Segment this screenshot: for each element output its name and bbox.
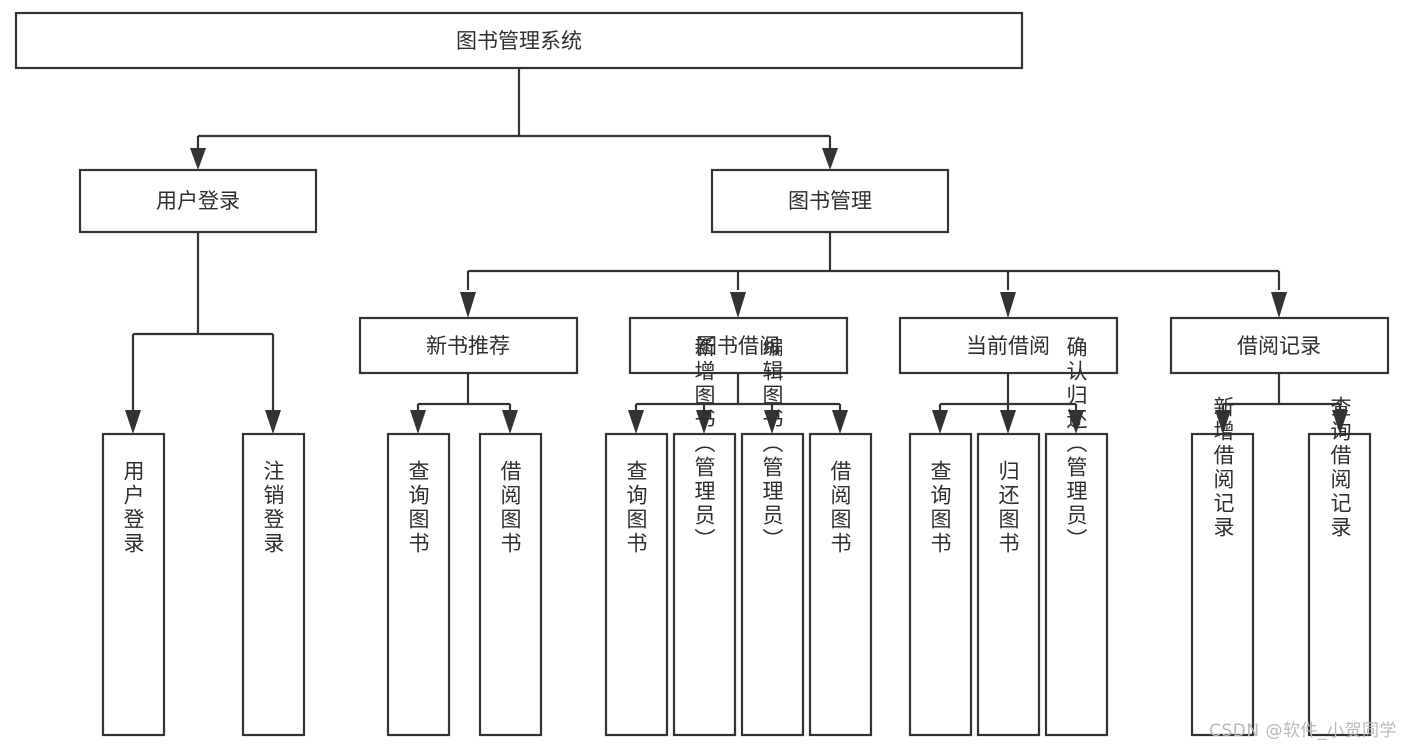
node-borrow-record-label: 借阅记录	[1237, 334, 1321, 358]
node-root-box[interactable]	[14, 11, 1024, 70]
node-leaf-borrow-book-2[interactable]: 借阅图书	[808, 432, 873, 737]
node-leaf-confirm-return-admin-label: 确认归还（管理员）	[1064, 336, 1088, 552]
node-book-borrow-label: 图书借阅	[696, 334, 780, 358]
node-leaf-borrow-book-1[interactable]: 借阅图书	[478, 432, 543, 737]
arrow-head-leaf-query-record	[1332, 410, 1348, 434]
node-leaf-query-book-2[interactable]: 查询图书	[604, 432, 669, 737]
node-leaf-confirm-return-admin[interactable]: 确认归还（管理员）	[1044, 336, 1109, 737]
node-leaf-query-record[interactable]: 查询借阅记录	[1307, 396, 1372, 737]
node-leaf-add-record-box[interactable]	[1190, 432, 1255, 737]
arrow-head-leaf-edit-book-admin	[764, 410, 780, 434]
node-leaf-add-book-admin[interactable]: 新增图书（管理员）	[672, 336, 737, 737]
arrow-head-book-mgmt	[822, 148, 838, 170]
node-leaf-user-login[interactable]: 用户登录	[101, 432, 166, 737]
node-leaf-edit-book-admin-label: 编辑图书（管理员）	[760, 336, 784, 552]
connectors-group	[125, 68, 1348, 434]
node-leaf-borrow-book-1-label: 借阅图书	[498, 460, 522, 556]
node-new-book-rec-label: 新书推荐	[426, 334, 510, 358]
arrow-head-borrow-record	[1271, 292, 1287, 318]
node-leaf-query-book-1-label: 查询图书	[406, 460, 430, 556]
arrow-head-leaf-query-book-3	[932, 410, 948, 434]
node-book-mgmt-box[interactable]	[710, 168, 950, 234]
node-borrow-record-box[interactable]	[1169, 316, 1390, 375]
arrow-head-leaf-confirm-return-admin	[1068, 410, 1084, 434]
arrow-head-leaf-return-book	[1000, 410, 1016, 434]
node-leaf-edit-book-admin[interactable]: 编辑图书（管理员）	[740, 336, 805, 737]
node-current-borrow-label: 当前借阅	[966, 334, 1050, 358]
node-leaf-return-book[interactable]: 归还图书	[976, 432, 1041, 737]
arrow-head-leaf-borrow-book-2	[832, 410, 848, 434]
node-borrow-record[interactable]: 借阅记录	[1169, 316, 1390, 375]
node-leaf-return-book-box[interactable]	[976, 432, 1041, 737]
node-leaf-query-book-2-box[interactable]	[604, 432, 669, 737]
node-leaf-query-record-box[interactable]	[1307, 432, 1372, 737]
node-book-borrow-box[interactable]	[628, 316, 849, 375]
node-user-login-label: 用户登录	[156, 189, 240, 213]
arrow-head-leaf-borrow-book-1	[502, 410, 518, 434]
node-leaf-query-book-3-label: 查询图书	[928, 460, 952, 556]
arrow-head-book-borrow	[730, 292, 746, 318]
arrow-head-current-borrow	[1000, 292, 1016, 318]
node-leaf-add-book-admin-label: 新增图书（管理员）	[692, 336, 716, 552]
node-book-mgmt[interactable]: 图书管理	[710, 168, 950, 234]
node-leaf-borrow-book-1-box[interactable]	[478, 432, 543, 737]
node-leaf-logout-box[interactable]	[241, 432, 306, 737]
node-book-mgmt-label: 图书管理	[788, 189, 872, 213]
node-leaf-user-login-label: 用户登录	[121, 460, 145, 556]
node-leaf-query-book-3[interactable]: 查询图书	[908, 432, 973, 737]
node-leaf-add-book-admin-box[interactable]	[672, 432, 737, 737]
node-leaf-query-book-1-box[interactable]	[386, 432, 451, 737]
node-root[interactable]: 图书管理系统	[14, 11, 1024, 70]
node-current-borrow-box[interactable]	[898, 316, 1119, 375]
node-leaf-query-book-2-label: 查询图书	[624, 460, 648, 556]
node-new-book-rec-box[interactable]	[358, 316, 579, 375]
node-root-label: 图书管理系统	[456, 29, 582, 53]
arrow-head-leaf-query-book-1	[410, 410, 426, 434]
node-new-book-rec[interactable]: 新书推荐	[358, 316, 579, 375]
node-leaf-query-record-label: 查询借阅记录	[1328, 396, 1352, 540]
arrow-head-user-login	[190, 148, 206, 170]
node-book-borrow[interactable]: 图书借阅	[628, 316, 849, 375]
node-leaf-return-book-label: 归还图书	[996, 460, 1020, 556]
arrow-head-new-book-rec	[460, 292, 476, 318]
node-leaf-edit-book-admin-box[interactable]	[740, 432, 805, 737]
arrow-head-leaf-query-book-2	[628, 410, 644, 434]
node-leaf-confirm-return-admin-box[interactable]	[1044, 432, 1109, 737]
node-leaf-add-record[interactable]: 新增借阅记录	[1190, 396, 1255, 737]
node-leaf-query-book-3-box[interactable]	[908, 432, 973, 737]
node-user-login-box[interactable]	[78, 168, 318, 234]
arrow-head-leaf-add-record	[1215, 410, 1231, 434]
node-user-login[interactable]: 用户登录	[78, 168, 318, 234]
node-leaf-logout[interactable]: 注销登录	[241, 432, 306, 737]
node-leaf-user-login-box[interactable]	[101, 432, 166, 737]
arrow-head-leaf-add-book-admin	[696, 410, 712, 434]
node-leaf-borrow-book-2-label: 借阅图书	[828, 460, 852, 556]
arrow-head-leaf-logout	[265, 410, 281, 434]
node-leaf-query-book-1[interactable]: 查询图书	[386, 432, 451, 737]
arrow-head-leaf-user-login	[125, 410, 141, 434]
node-leaf-logout-label: 注销登录	[261, 460, 285, 556]
node-leaf-add-record-label: 新增借阅记录	[1211, 396, 1235, 540]
node-current-borrow[interactable]: 当前借阅	[898, 316, 1119, 375]
node-leaf-borrow-book-2-box[interactable]	[808, 432, 873, 737]
